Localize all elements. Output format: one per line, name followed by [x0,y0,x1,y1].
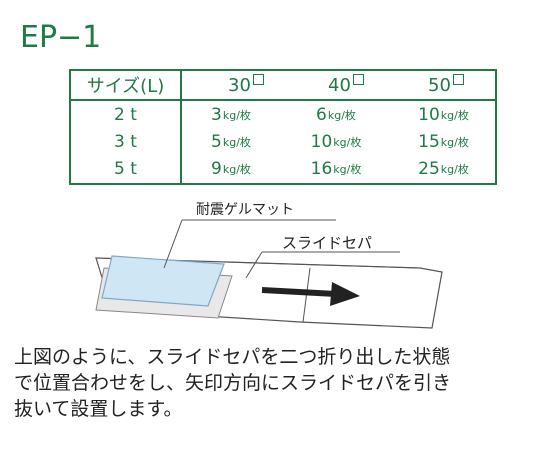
header-size-30-text: 30 [228,74,251,96]
square-unit-icon [252,73,264,85]
table-header-row: サイズ(L) 30 40 50 [71,71,495,101]
header-size-50: 50 [401,71,491,99]
cell-value: 3 [211,104,222,125]
header-size-40-text: 40 [328,74,351,96]
direction-arrow-shaft [261,287,337,297]
cell-unit: kg/枚 [440,135,469,149]
cell-value: 10 [418,104,440,125]
instruction-line-3: 抜いて設置します。 [14,398,183,420]
label-gel-mat: 耐震ゲルマット [196,202,294,218]
header-size-30: 30 [201,71,291,99]
cell-unit: kg/枚 [327,108,356,122]
cell-value: 15 [418,131,440,152]
row-label-5t: 5 t [114,158,137,179]
cell-value: 10 [310,131,333,152]
separator-top-flap [224,261,421,269]
column-divider [180,71,182,183]
cell-value: 9 [211,158,222,179]
instruction-line-2: で位置合わせをし、矢印方向にスライドセパを引き [14,372,452,394]
square-unit-icon [452,73,464,85]
product-title: EP−1 [20,20,102,55]
row-label-3t: 3 t [114,131,137,152]
cell-unit: kg/枚 [222,108,251,122]
header-size-label: サイズ(L) [86,76,165,97]
square-unit-icon [352,73,364,85]
cell-unit: kg/枚 [333,135,362,149]
cell-unit: kg/枚 [440,162,469,176]
header-size-40: 40 [301,71,391,99]
leader-gel-mat [163,219,183,269]
cell-value: 16 [310,158,333,179]
leader-separator [245,251,263,279]
instruction-text: 上図のように、スライドセパを二つ折り出した状態 で位置合わせをし、矢印方向にスラ… [14,344,530,422]
instruction-line-1: 上図のように、スライドセパを二つ折り出した状態 [14,346,451,368]
cell-value: 5 [211,131,222,152]
cell-unit: kg/枚 [222,162,251,176]
cell-unit: kg/枚 [440,108,469,122]
row-label-2t: 2 t [114,104,137,125]
cell-value: 25 [418,158,440,179]
installation-diagram: 耐震ゲルマット スライドセパ [95,202,443,329]
cell-unit: kg/枚 [222,135,251,149]
direction-arrow-head [330,282,360,306]
cell-unit: kg/枚 [333,162,362,176]
label-slide-separator: スライドセパ [282,234,372,252]
gel-mat [101,255,225,307]
header-size-50-text: 50 [428,74,451,96]
cell-value: 6 [316,104,327,125]
